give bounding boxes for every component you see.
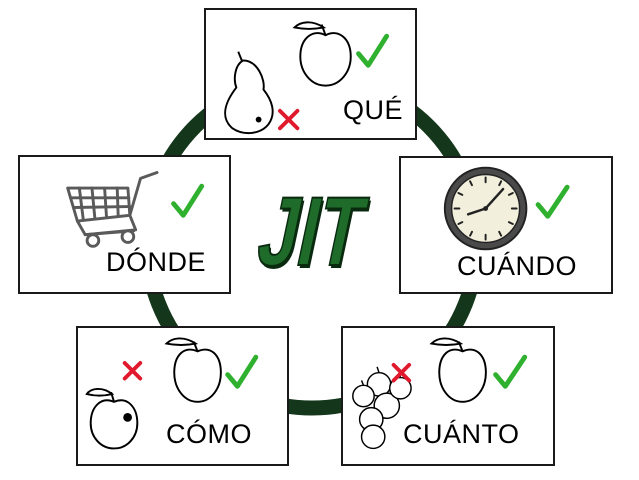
box-cuanto: CUÁNTO bbox=[341, 326, 555, 466]
bruised-apple-icon bbox=[85, 387, 139, 450]
que-graphics bbox=[224, 21, 390, 135]
jit-title: JIT JIT bbox=[249, 177, 376, 290]
check-icon bbox=[356, 33, 390, 68]
cuando-graphics bbox=[443, 166, 570, 251]
apple-icon bbox=[164, 337, 222, 403]
wall-clock-icon bbox=[443, 166, 528, 251]
box-donde: DÓNDE bbox=[18, 155, 231, 294]
como-label: CÓMO bbox=[166, 419, 252, 449]
cuanto-label: CUÁNTO bbox=[403, 419, 520, 449]
check-icon bbox=[225, 354, 259, 389]
donde-label: DÓNDE bbox=[106, 247, 207, 277]
box-como: CÓMO bbox=[76, 326, 289, 466]
cross-icon bbox=[122, 361, 143, 381]
pear-icon bbox=[224, 51, 274, 135]
cuanto-graphics bbox=[352, 337, 528, 450]
cross-icon bbox=[391, 362, 412, 383]
cuando-label: CUÁNDO bbox=[457, 251, 578, 281]
donde-graphics bbox=[66, 171, 205, 248]
apple-icon bbox=[292, 21, 352, 87]
shopping-cart-icon bbox=[66, 171, 159, 248]
que-label: QUÉ bbox=[342, 95, 403, 125]
check-icon bbox=[493, 354, 528, 389]
cross-icon bbox=[278, 108, 300, 131]
check-icon bbox=[535, 184, 570, 219]
como-graphics bbox=[85, 337, 259, 450]
apple-pile-icon bbox=[352, 366, 412, 450]
box-que: QUÉ bbox=[204, 8, 417, 140]
jit-title-text: JIT bbox=[249, 178, 374, 287]
apple-icon bbox=[429, 337, 487, 403]
box-cuando: CUÁNDO bbox=[399, 156, 613, 294]
jit-title-shadow: JIT bbox=[251, 181, 376, 290]
check-icon bbox=[171, 183, 205, 218]
